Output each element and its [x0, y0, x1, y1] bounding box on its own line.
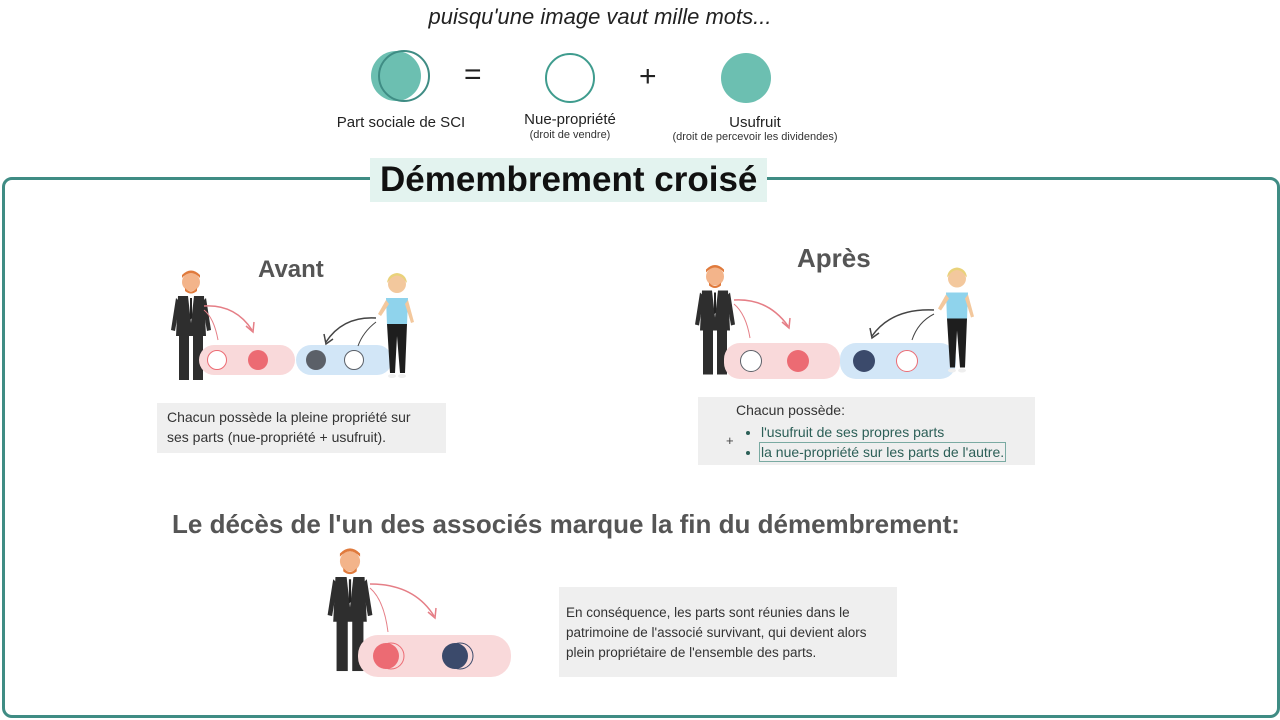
after-heading: Après [797, 243, 871, 273]
woman-figure-icon [378, 273, 414, 378]
share-label: Part sociale de SCI [336, 114, 466, 131]
bare-ownership-sub: (droit de vendre) [529, 129, 611, 141]
arrow-icon [203, 305, 255, 341]
woman-figure-icon [938, 267, 974, 373]
intro-text: puisqu'une image vaut mille mots... [428, 4, 772, 29]
before-heading: Avant [258, 256, 324, 283]
plus-sign: + [639, 60, 657, 93]
death-heading: Le décès de l'un des associés marque la … [172, 509, 960, 539]
man-figure-icon [695, 265, 735, 375]
arrow-icon [323, 317, 377, 347]
full-ownership-dot [373, 642, 405, 670]
usufruct-label: Usufruit [729, 114, 781, 131]
after-description: Chacun possède: l'usufruit de ses propre… [698, 397, 1035, 465]
bare-ownership-dot [344, 350, 364, 370]
bare-ownership-dot [896, 350, 918, 372]
usufruct-dot [248, 350, 268, 370]
usufruct-icon [721, 53, 771, 103]
list-item: la nue-propriété sur les parts de l'autr… [758, 442, 1035, 462]
full-ownership-dot [442, 642, 474, 670]
man-figure-icon [327, 548, 373, 672]
death-description: En conséquence, les parts sont réunies d… [559, 587, 897, 677]
usufruct-sub: (droit de percevoir les dividendes) [672, 131, 838, 143]
list-item-text: la nue-propriété sur les parts de l'autr… [758, 442, 1007, 462]
bare-ownership-icon [545, 53, 595, 103]
after-list: l'usufruit de ses propres parts la nue-p… [736, 422, 1035, 462]
plus-marker: + [726, 433, 734, 448]
list-item: l'usufruit de ses propres parts [761, 422, 1035, 442]
bare-ownership-dot [207, 350, 227, 370]
man-figure-icon [171, 270, 211, 380]
usufruct-dot [787, 350, 809, 372]
bare-ownership-label: Nue-propriété [524, 111, 616, 128]
bare-ownership-dot [740, 350, 762, 372]
arrow-icon [369, 583, 437, 633]
section-title: Démembrement croisé [370, 158, 768, 202]
usufruct-dot [306, 350, 326, 370]
share-symbol-icon [371, 50, 430, 102]
after-intro: Chacun possède: [736, 402, 845, 418]
arrow-icon [869, 309, 935, 341]
before-description: Chacun possède la pleine propriété sur s… [157, 403, 446, 453]
equals-sign: = [464, 58, 482, 91]
usufruct-dot [853, 350, 875, 372]
arrow-icon [733, 299, 791, 339]
